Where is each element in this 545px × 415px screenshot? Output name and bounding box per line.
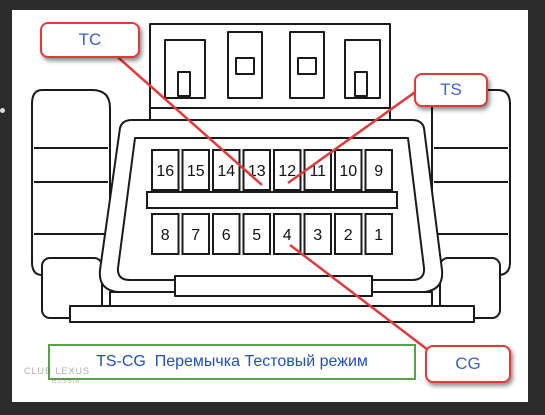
connector-base	[69, 305, 475, 323]
watermark: CLUB LEXUS	[24, 366, 91, 376]
pin-number-6: 6	[222, 227, 231, 244]
pin-cavity-5	[242, 213, 271, 255]
pin-cavity-12	[273, 149, 302, 191]
pin-cavity-14	[212, 149, 241, 191]
pin-number-1: 1	[374, 227, 383, 244]
pin-cavity-8	[151, 213, 180, 255]
pin-cavity-4	[273, 213, 302, 255]
pin-cavity-10	[334, 149, 363, 191]
ts-leader-line	[287, 88, 419, 185]
pin-number-7: 7	[191, 227, 200, 244]
cg-leader-line	[289, 244, 437, 357]
pin-number-8: 8	[161, 227, 170, 244]
pin-cavity-15	[181, 149, 210, 191]
tc-callout-text: TC	[78, 30, 102, 49]
pin-cavity-2	[334, 213, 363, 255]
pin-number-4: 4	[283, 227, 292, 244]
pin-cavity-13	[242, 149, 271, 191]
ts-callout: TS	[414, 73, 488, 107]
pin-cavity-3	[303, 213, 332, 255]
caption-box: TS-CG Перемычка Тестовый режим	[48, 344, 416, 380]
tc-callout: TC	[40, 22, 140, 58]
cg-callout-text: CG	[455, 354, 481, 373]
ts-callout-text: TS	[440, 80, 462, 99]
pin-number-13: 13	[248, 163, 266, 180]
pin-number-16: 16	[156, 163, 174, 180]
watermark-sub: RUSSIA	[52, 379, 81, 385]
cg-callout: CG	[425, 345, 511, 383]
center-rib	[146, 191, 398, 209]
pin-number-11: 11	[309, 163, 326, 180]
pin-cavity-9	[364, 149, 393, 191]
pin-cavity-7	[181, 213, 210, 255]
pin-number-12: 12	[278, 163, 296, 180]
pin-number-9: 9	[374, 163, 383, 180]
pin-number-2: 2	[344, 227, 353, 244]
pin-number-3: 3	[313, 227, 322, 244]
pin-grid: 16 15 14 13 12 11 10 9 8 7 6 5 4 3 2 1	[151, 149, 393, 255]
pin-cavity-6	[212, 213, 241, 255]
pin-cavity-16	[151, 149, 180, 191]
tc-leader-line	[111, 51, 263, 186]
bullet-dot	[0, 108, 5, 113]
pin-number-10: 10	[339, 163, 357, 180]
leader-lines	[111, 51, 437, 357]
pin-number-15: 15	[187, 163, 205, 180]
pin-number-5: 5	[252, 227, 261, 244]
pin-number-14: 14	[217, 163, 235, 180]
caption-text: TS-CG Перемычка Тестовый режим	[96, 353, 368, 370]
pin-cavity-1	[364, 213, 393, 255]
